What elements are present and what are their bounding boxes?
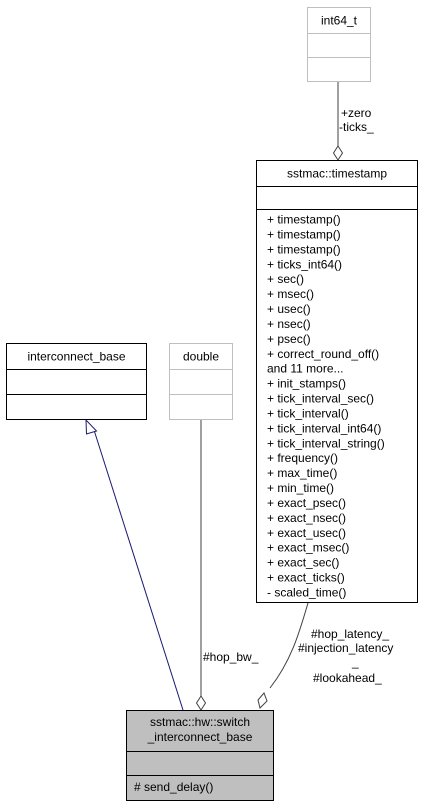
class-interconnect-base[interactable]: interconnect_base (6, 343, 147, 420)
timestamp-method: + exact_sec() (267, 556, 339, 570)
aggregation-diamond (195, 695, 207, 711)
timestamp-method: + init_stamps() (267, 377, 346, 391)
timestamp-method: + correct_round_off() (267, 347, 379, 361)
timestamp-method: and 11 more... (267, 362, 344, 376)
aggregation-diamond (332, 145, 344, 161)
class-name-switch-line1: sstmac::hw::switch (150, 715, 250, 729)
class-name-int64-t: int64_t (321, 14, 358, 28)
edge-zero-ticks: +zero -ticks_ (332, 82, 374, 161)
class-int64-t[interactable]: int64_t (307, 7, 371, 82)
edge-label-ticks: -ticks_ (339, 120, 374, 134)
timestamp-method: + exact_usec() (267, 526, 346, 540)
edge-label-injection-latency: #injection_latency (298, 641, 393, 655)
timestamp-method: + frequency() (267, 451, 338, 465)
timestamp-method-list: + timestamp()+ timestamp()+ timestamp()+… (267, 213, 385, 600)
edge-timestamp-members: #hop_latency_ #injection_latency _ #look… (257, 602, 393, 709)
inheritance-arrowhead (85, 418, 98, 435)
timestamp-method: + exact_ticks() (267, 571, 345, 585)
timestamp-method: + tick_interval_sec() (267, 392, 374, 406)
timestamp-method: + msec() (267, 287, 314, 301)
method-send-delay: # send_delay() (134, 780, 213, 794)
edge-label-underscore: _ (351, 655, 359, 669)
timestamp-method: + min_time() (267, 481, 334, 495)
timestamp-method: - scaled_time() (267, 586, 346, 600)
timestamp-method: + psec() (267, 332, 311, 346)
class-double[interactable]: double (169, 343, 233, 420)
class-name-timestamp: sstmac::timestamp (287, 167, 387, 181)
timestamp-method: + timestamp() (267, 242, 341, 256)
timestamp-method: + ticks_int64() (267, 257, 342, 271)
aggregation-diamond (257, 692, 268, 709)
edge-label-lookahead: #lookahead_ (313, 671, 382, 685)
timestamp-method: + nsec() (267, 317, 311, 331)
class-switch-interconnect-base[interactable]: sstmac::hw::switch _interconnect_base # … (126, 710, 274, 801)
edge-label-hop-latency: #hop_latency_ (311, 627, 389, 641)
timestamp-method: + max_time() (267, 466, 337, 480)
timestamp-method: + exact_psec() (267, 496, 346, 510)
edge-label-hop-bw: #hop_bw_ (203, 650, 259, 664)
class-name-switch-line2: _interconnect_base (147, 730, 253, 744)
class-name-interconnect-base: interconnect_base (27, 350, 125, 364)
timestamp-method: + timestamp() (267, 213, 341, 227)
timestamp-method: + tick_interval_string() (267, 436, 385, 450)
timestamp-method: + usec() (267, 302, 311, 316)
edge-inheritance (85, 418, 184, 711)
timestamp-method: + exact_nsec() (267, 511, 346, 525)
timestamp-method: + timestamp() (267, 227, 341, 241)
edge-label-zero: +zero (341, 106, 372, 120)
timestamp-method: + tick_interval() (267, 407, 349, 421)
timestamp-method: + sec() (267, 272, 304, 286)
class-name-double: double (183, 350, 219, 364)
class-timestamp[interactable]: sstmac::timestamp + timestamp()+ timesta… (256, 160, 418, 603)
timestamp-method: + exact_msec() (267, 541, 349, 555)
edge-hop-bw: #hop_bw_ (195, 420, 259, 711)
timestamp-method: + tick_interval_int64() (267, 421, 381, 435)
